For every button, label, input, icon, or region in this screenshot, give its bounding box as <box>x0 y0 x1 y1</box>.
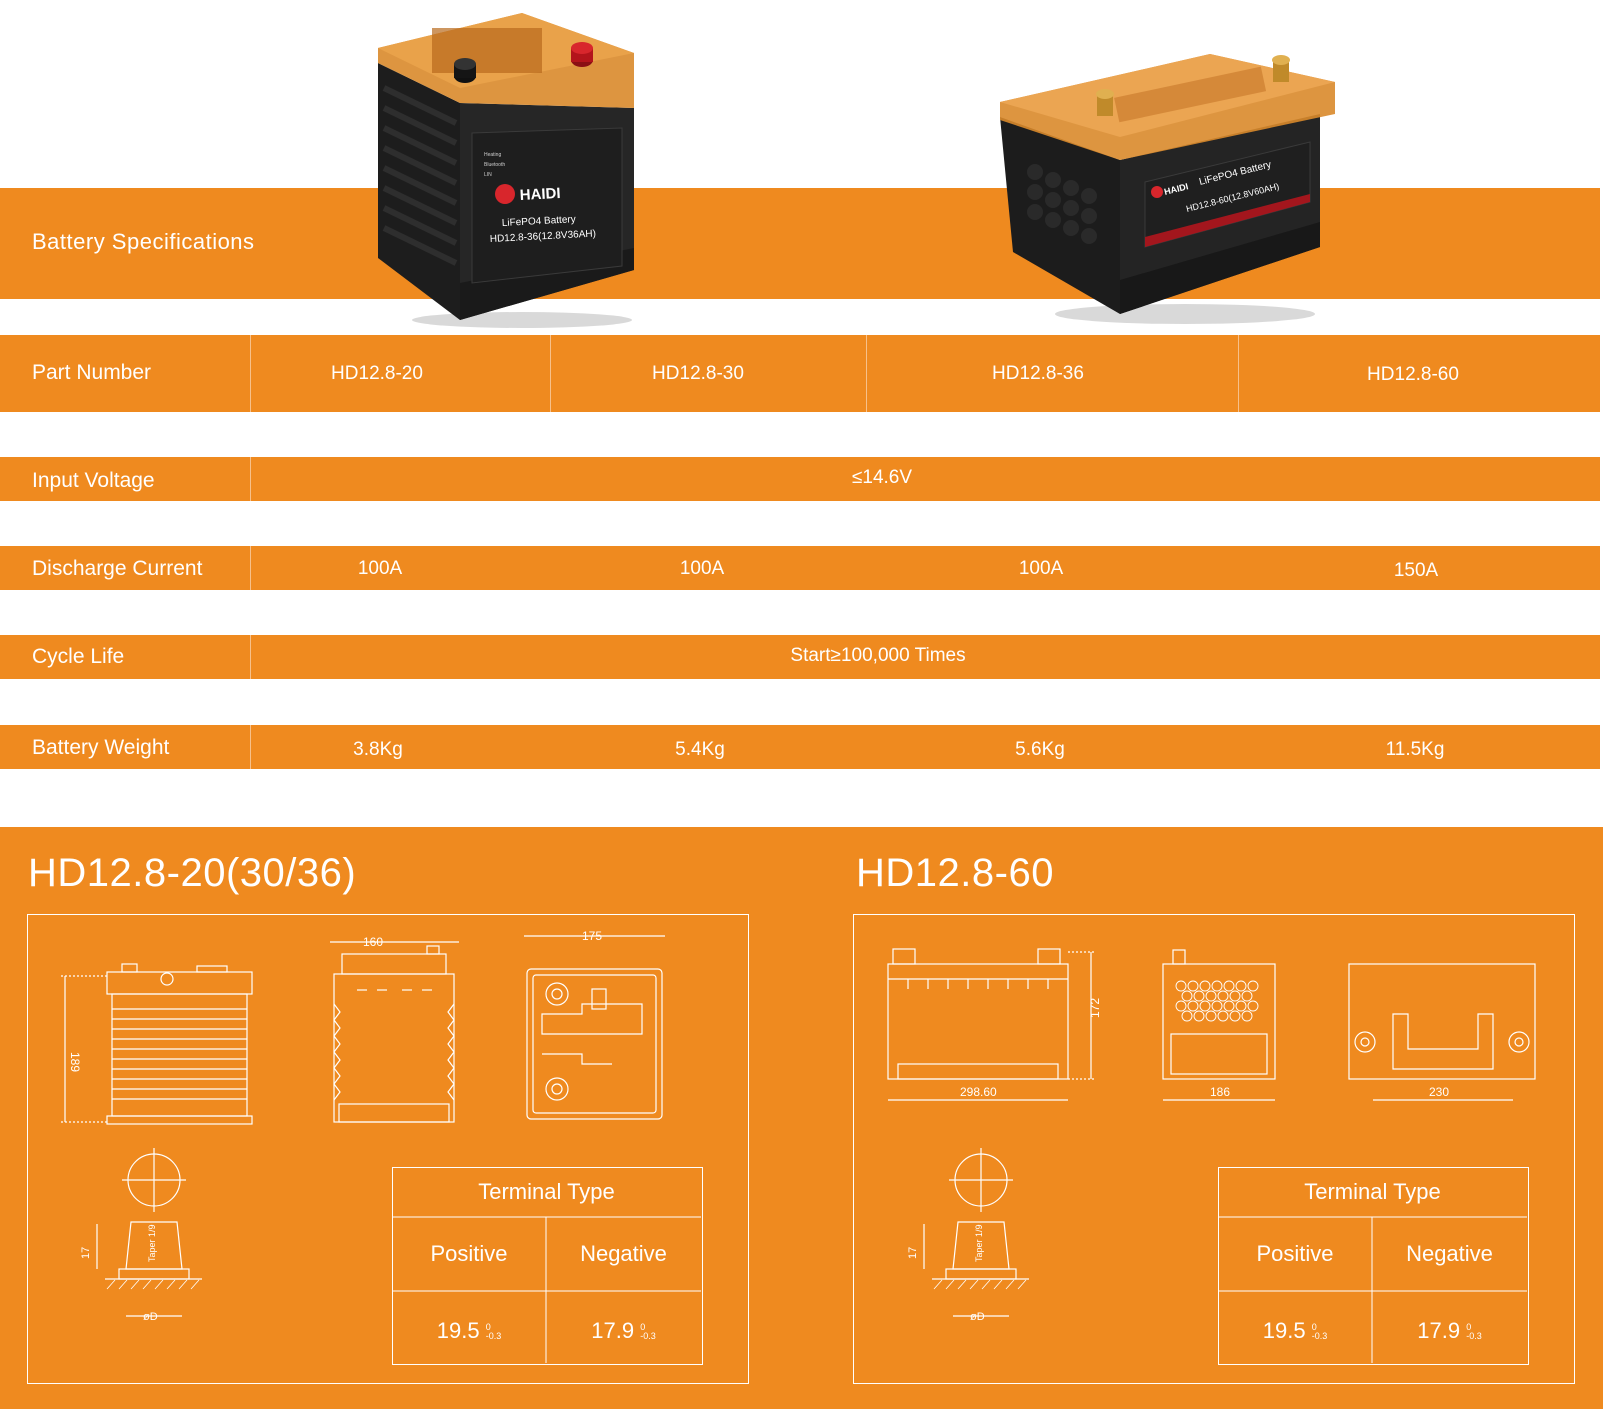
discharge-current-cell: 100A <box>679 558 725 579</box>
tolerance-bottom: -0.3 <box>1311 1331 1328 1342</box>
negative-label: Negative <box>580 1241 667 1266</box>
terminal-height-label: 17 <box>80 1247 92 1259</box>
terminal-taper-label: Taper 1/9 <box>974 1224 984 1262</box>
dim-length-label: 298.60 <box>960 1085 997 1099</box>
positive-value: 19.5 0 -0.3 <box>1218 1318 1372 1344</box>
positive-value-number: 19.5 <box>1262 1318 1306 1343</box>
negative-value: 17.9 0 -0.3 <box>1372 1318 1527 1344</box>
row-label-battery-weight: Battery Weight <box>32 736 170 759</box>
negative-label: Negative <box>1406 1241 1493 1266</box>
dim-width-label: 160 <box>363 935 383 949</box>
tolerance-bottom: -0.3 <box>485 1331 502 1342</box>
spec-row-cycle-life <box>0 635 1600 679</box>
part-number-cell: HD12.8-36 <box>992 363 1084 384</box>
header-band <box>0 188 1600 299</box>
drawing-title-large: HD12.8-60 <box>856 851 1054 895</box>
discharge-current-cell: 150A <box>1393 560 1439 581</box>
spec-row-battery-weight <box>0 725 1600 769</box>
battery-weight-cell: 11.5Kg <box>1385 739 1445 760</box>
battery-weight-cell: 5.6Kg <box>1015 739 1065 760</box>
battery-large-image: HAIDI LiFePO4 Battery HD12.8-60(12.8V60A… <box>1000 54 1335 324</box>
tolerance-top: 0 <box>1466 1322 1472 1333</box>
page-title: Battery Specifications <box>32 229 255 254</box>
dim-height-label: 172 <box>1088 998 1102 1018</box>
positive-value-number: 19.5 <box>436 1318 480 1343</box>
terminal-table-large-grid <box>1218 1216 1527 1363</box>
spec-row-input-voltage <box>0 457 1600 501</box>
terminal-type-heading: Terminal Type <box>1304 1179 1441 1204</box>
negative-value-number: 17.9 <box>591 1318 635 1343</box>
terminal-taper-label: Taper 1/9 <box>147 1224 157 1262</box>
discharge-current-cell: 100A <box>357 558 403 579</box>
dim-length-label: 175 <box>582 929 602 943</box>
spec-row-discharge-current <box>0 546 1600 590</box>
terminal-height-label: 17 <box>907 1247 919 1259</box>
battery-small-type: LiFePO4 Battery <box>502 214 576 229</box>
terminal-table-small-grid <box>392 1216 701 1363</box>
tolerance-top: 0 <box>640 1322 646 1333</box>
battery-small-feature: LIN <box>484 172 492 178</box>
terminal-diameter-label: øD <box>970 1311 985 1323</box>
positive-value: 19.5 0 -0.3 <box>392 1318 546 1344</box>
battery-small-feature: Heating <box>484 152 501 158</box>
dim-width-label: 186 <box>1210 1085 1230 1099</box>
divider <box>866 335 867 412</box>
divider <box>250 335 251 412</box>
battery-small-brand: HAIDI <box>519 185 561 204</box>
drawing-title-small: HD12.8-20(30/36) <box>28 851 357 895</box>
positive-label: Positive <box>1256 1241 1334 1266</box>
cycle-life-cell: Start≥100,000 Times <box>790 645 966 666</box>
battery-weight-cell: 5.4Kg <box>675 739 725 760</box>
dim-top-label: 230 <box>1429 1085 1449 1099</box>
row-label-part-number: Part Number <box>32 361 152 384</box>
discharge-current-cell: 100A <box>1018 558 1064 579</box>
negative-value: 17.9 0 -0.3 <box>546 1318 701 1344</box>
spec-row-part-number <box>0 335 1600 412</box>
row-label-cycle-life: Cycle Life <box>32 645 125 668</box>
terminal-table-small <box>392 1167 703 1365</box>
tolerance-top: 0 <box>1311 1322 1317 1333</box>
divider <box>250 546 251 590</box>
row-label-discharge-current: Discharge Current <box>32 557 203 580</box>
drawing-small-views: 160 175 189 17 Taper 1/9 øD <box>61 929 665 1323</box>
divider <box>250 457 251 501</box>
drawing-frame-large <box>853 914 1575 1384</box>
tolerance-bottom: -0.3 <box>1466 1331 1482 1342</box>
positive-label: Positive <box>430 1241 508 1266</box>
part-number-cell: HD12.8-20 <box>331 363 423 384</box>
battery-small-image: HAIDI LiFePO4 Battery HD12.8-36(12.8V36A… <box>378 13 634 328</box>
battery-weight-cell: 3.8Kg <box>353 739 403 760</box>
dimensions-section <box>0 827 1603 1409</box>
divider <box>550 335 551 412</box>
tolerance-top: 0 <box>485 1322 491 1333</box>
battery-small-feature: Bluetooth <box>484 162 505 168</box>
part-number-cell: HD12.8-30 <box>652 363 744 384</box>
divider <box>250 725 251 769</box>
drawing-frame-small <box>27 914 749 1384</box>
dim-height-label: 189 <box>68 1052 82 1072</box>
terminal-table-large <box>1218 1167 1529 1365</box>
divider <box>250 635 251 679</box>
part-number-cell: HD12.8-60 <box>1367 364 1459 385</box>
negative-value-number: 17.9 <box>1417 1318 1461 1343</box>
input-voltage-cell: ≤14.6V <box>851 467 913 488</box>
divider <box>1238 335 1239 412</box>
terminal-type-heading: Terminal Type <box>478 1179 615 1204</box>
row-label-input-voltage: Input Voltage <box>32 469 155 492</box>
terminal-diameter-label: øD <box>143 1311 158 1323</box>
drawing-large-views: 298.60 172 186 230 17 Taper 1/9 øD <box>887 948 1536 1323</box>
tolerance-bottom: -0.3 <box>640 1331 656 1342</box>
